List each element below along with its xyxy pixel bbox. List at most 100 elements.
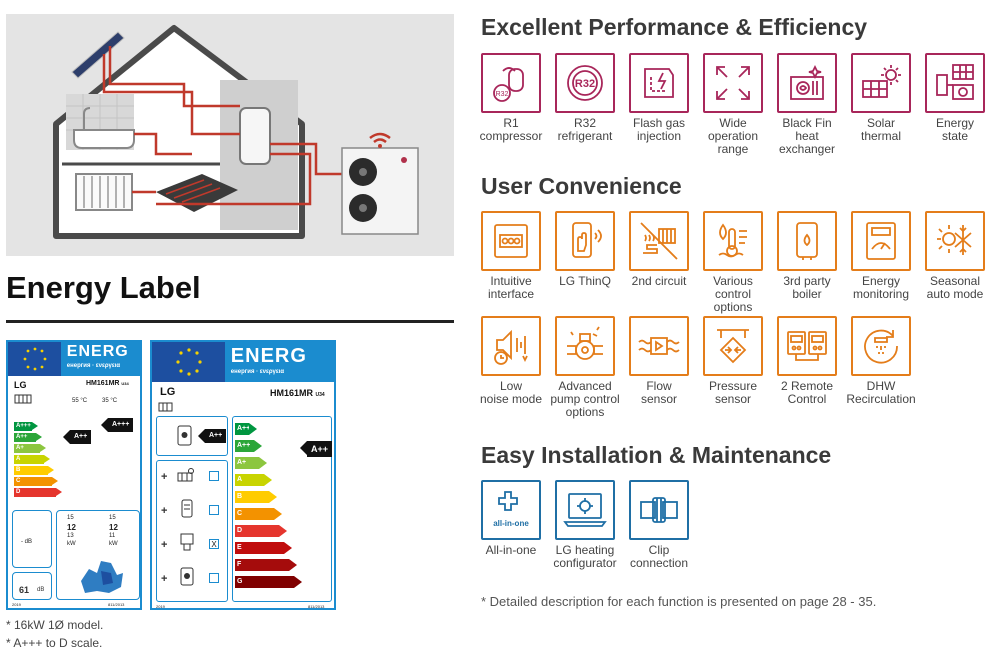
kw-map-box: 15 12 13 kW 15 12 11 kW <box>56 510 140 600</box>
feature-r1-compressor: R32 R1 compressor <box>473 53 549 143</box>
feature-energy-monitoring: Energy monitoring <box>843 211 919 301</box>
title-divider <box>6 320 454 323</box>
label-regulation: 811/2013 <box>308 604 325 609</box>
kw-left-3: 13 <box>67 533 74 539</box>
model-number: HM161MR U34 <box>270 388 325 398</box>
label-year: 2019 <box>12 602 21 607</box>
feature-control-options: Various control options <box>695 211 771 314</box>
second-circuit-icon <box>629 211 689 271</box>
scale-bar: A <box>235 474 272 486</box>
footnote-description: * Detailed description for each function… <box>481 594 877 609</box>
scale-bar: D <box>235 525 287 537</box>
checkbox-tank <box>209 505 219 515</box>
feature-label: Low noise mode <box>479 379 543 406</box>
feature-label: LG heating configurator <box>553 543 617 570</box>
model-number: HM161MR U34 <box>86 380 129 387</box>
clip-icon <box>629 480 689 540</box>
r32-refrigerant-icon: R32 <box>555 53 615 113</box>
europe-map-icon <box>81 561 123 593</box>
note-model: * 16kW 1Ø model. <box>6 618 104 632</box>
thinq-icon <box>555 211 615 271</box>
kw-left-unit: kW <box>67 541 76 547</box>
model-suffix: U34 <box>121 381 129 386</box>
scale-bar: A+ <box>14 444 46 453</box>
feature-label: Flow sensor <box>640 379 678 406</box>
r1-compressor-icon: R32 <box>481 53 541 113</box>
eu-flag <box>8 342 61 376</box>
scale-bar: A+++ <box>14 422 38 431</box>
outdoor-noise-box: 61 dB <box>12 572 52 600</box>
package-components-box: + + + + X <box>156 460 228 602</box>
flash-gas-icon <box>629 53 689 113</box>
scale-bar: C <box>14 477 58 486</box>
feature-label: Solar thermal <box>860 116 901 143</box>
kw-right-2: 12 <box>109 523 118 532</box>
feature-heating-configurator: LG heating configurator <box>547 480 623 570</box>
label-regulation: 811/2013 <box>108 602 125 607</box>
all-in-one-icon: all-in-one <box>481 480 541 540</box>
checkbox-control: X <box>209 539 219 549</box>
energy-label-card-package: ENERG енергия · ενεργεια LG HM161MR U34 … <box>150 340 336 610</box>
feature-label: DHW Recirculation <box>846 379 916 406</box>
svg-text:R32: R32 <box>496 91 509 98</box>
black-fin-icon <box>777 53 837 113</box>
temp-low: 55 °C <box>72 398 88 404</box>
remote-control-icon <box>777 316 837 376</box>
temp-high: 35 °C <box>102 398 118 404</box>
model-name: HM161MR <box>270 388 314 398</box>
energ-subtext: енергия · ενεργεια <box>66 363 121 369</box>
feature-label: 3rd party boiler <box>783 274 831 301</box>
rating-arrow-55: A++ <box>62 430 92 444</box>
scale-bar: E <box>235 542 292 554</box>
lg-brand: LG <box>14 380 27 390</box>
feature-clip-connection: Clip connection <box>621 480 697 570</box>
feature-pressure-sensor: Pressure sensor <box>695 316 771 406</box>
energy-label-title: Energy Label <box>6 270 201 305</box>
label-header: ENERG енергия · ενεργεια <box>8 342 140 376</box>
radiator-icon <box>14 394 32 404</box>
plus-tank: + <box>161 505 168 517</box>
scale-bar: G <box>235 576 302 588</box>
scale-bar: C <box>235 508 282 520</box>
heater-icon <box>177 425 192 446</box>
energ-banner: ENERG енергия · ενεργεια <box>60 342 140 376</box>
feature-seasonal-auto: Seasonal auto mode <box>917 211 993 301</box>
checkbox-solar <box>209 471 219 481</box>
energ-banner: ENERG енергия · ενεργεια <box>224 342 334 382</box>
feature-flash-gas: Flash gas injection <box>621 53 697 143</box>
note-scale: * A+++ to D scale. <box>6 636 103 650</box>
section-title-convenience: User Convenience <box>481 173 682 199</box>
feature-label: Black Fin heat exchanger <box>778 116 836 156</box>
eu-flag <box>152 342 225 382</box>
r32-badge-text: R32 <box>575 78 595 90</box>
control-options-icon <box>703 211 763 271</box>
feature-low-noise: Low noise mode <box>473 316 549 406</box>
rating-arrow-35: A+++ <box>100 418 134 432</box>
scale-bar: A+++ <box>235 423 257 435</box>
feature-remote-control: 2 Remote Control <box>769 316 845 406</box>
scale-bar: A++ <box>14 433 42 442</box>
kw-right-1: 15 <box>109 515 116 521</box>
scale-bar: B <box>235 491 277 503</box>
scale-bar: A <box>14 455 50 464</box>
checkbox-heater <box>209 573 219 583</box>
indoor-noise-box: - dB <box>12 510 52 568</box>
energ-word: ENERG <box>66 343 129 360</box>
feature-label: All-in-one <box>485 543 537 557</box>
outdoor-db-unit: dB <box>37 587 45 593</box>
feature-all-in-one: all-in-one All-in-one <box>473 480 549 557</box>
feature-label: Wide operation range <box>707 116 759 156</box>
radiator-icon <box>158 402 173 412</box>
monitoring-icon <box>851 211 911 271</box>
scale-bar: A+ <box>235 457 267 469</box>
feature-intuitive-interface: Intuitive interface <box>473 211 549 301</box>
package-rating-arrow: A++ <box>299 441 333 457</box>
feature-label: Intuitive interface <box>487 274 535 301</box>
model-suffix: U34 <box>315 392 325 398</box>
indoor-db-value: - dB <box>21 539 33 545</box>
feature-label: Clip connection <box>629 543 689 570</box>
low-noise-icon <box>481 316 541 376</box>
heat-pump-house-illustration <box>6 14 454 256</box>
label-year: 2019 <box>156 604 165 609</box>
